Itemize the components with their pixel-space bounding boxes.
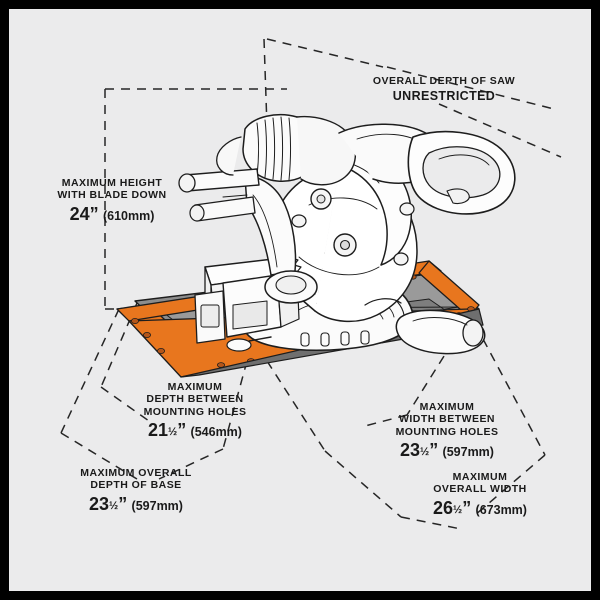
callout-width-holes-mm: (597mm)	[442, 445, 494, 460]
callout-depth-holes-inches: 21	[148, 420, 169, 441]
callout-depth-base-unit: ”	[118, 493, 128, 514]
callout-depth-holes-unit: ”	[177, 420, 187, 441]
callout-overall-width-value: 26½” (673mm)	[387, 498, 573, 519]
callout-overall-width-line1: MAXIMUM	[452, 471, 508, 483]
callout-height-value: 24” (610mm)	[27, 204, 197, 225]
clamp-knob	[226, 338, 252, 352]
callout-overall-width-unit: ”	[462, 497, 472, 518]
base-footprint-leader-mid2	[324, 450, 402, 518]
callout-overall-width-line2: OVERALL WIDTH	[433, 483, 527, 496]
depth-saw-leader-lower	[438, 103, 562, 158]
callout-height-line1: MAXIMUM HEIGHT	[61, 177, 163, 189]
callout-depth-holes-fraction: ½	[168, 426, 178, 439]
callout-overall-depth-of-saw: OVERALL DEPTH OF SAW UNRESTRICTED	[337, 75, 551, 104]
bevel-lock-knob	[310, 188, 332, 210]
callout-width-holes-value: 23½” (597mm)	[357, 440, 537, 461]
callout-width-between-mounting-holes: MAXIMUM WIDTH BETWEEN MOUNTING HOLES 23½…	[357, 401, 537, 461]
callout-depth-base-mm: (597mm)	[131, 498, 183, 513]
callout-width-holes-fraction: ½	[420, 446, 430, 459]
callout-width-holes-unit: ”	[429, 440, 439, 461]
callout-depth-holes-line3: MOUNTING HOLES	[143, 405, 247, 418]
miter-saw-illustration	[116, 113, 516, 378]
callout-height-unit: ”	[89, 203, 99, 224]
base-footprint-leader-left2	[158, 448, 224, 480]
depth-saw-leader-top	[266, 38, 384, 68]
miter-lock-handle	[395, 309, 486, 355]
base-footprint-leader-mid	[266, 360, 326, 452]
callout-depth-base-value: 23½” (597mm)	[41, 494, 231, 515]
fasteners	[291, 202, 415, 266]
dimension-leader-lines	[60, 38, 562, 530]
depth-holes-leader-b	[100, 386, 150, 422]
overall-width-leader-a	[482, 338, 546, 456]
motor-vents	[256, 116, 291, 181]
motor-housing	[242, 113, 356, 186]
diagram-canvas: MAXIMUM HEIGHT WITH BLADE DOWN 24” (610m…	[9, 9, 591, 591]
callout-overall-depth-of-base: MAXIMUM OVERALL DEPTH OF BASE 23½” (597m…	[41, 467, 231, 515]
callout-depth-base-fraction: ½	[109, 499, 119, 512]
callout-depth-holes-mm: (546mm)	[190, 425, 242, 440]
callout-height-mm: (610mm)	[102, 208, 155, 223]
callout-overall-width-fraction: ½	[453, 503, 463, 516]
handle-grip-hole	[422, 146, 501, 199]
width-holes-leader-b	[360, 414, 408, 428]
depth-base-leader-a	[60, 308, 120, 434]
callout-depth-base-inches: 23	[89, 493, 110, 514]
callout-depth-between-mounting-holes: MAXIMUM DEPTH BETWEEN MOUNTING HOLES 21½…	[105, 381, 285, 441]
callout-height-line2: WITH BLADE DOWN	[57, 189, 167, 202]
callout-overall-width-inches: 26	[433, 497, 454, 518]
callout-overall-width-mm: (673mm)	[475, 502, 527, 517]
depth-saw-leader-right	[386, 66, 555, 110]
callout-depth-saw-line2: UNRESTRICTED	[392, 89, 496, 104]
bevel-scale-arm	[364, 298, 402, 306]
callout-height-inches: 24	[69, 203, 90, 224]
callout-depth-base-line1: MAXIMUM OVERALL	[80, 467, 192, 479]
callout-depth-holes-line2: DEPTH BETWEEN	[146, 393, 244, 406]
callout-depth-saw-line1: OVERALL DEPTH OF SAW	[372, 75, 516, 87]
callout-maximum-height: MAXIMUM HEIGHT WITH BLADE DOWN 24” (610m…	[27, 177, 197, 225]
callout-width-holes-line2: WIDTH BETWEEN	[399, 413, 495, 426]
callout-maximum-overall-width: MAXIMUM OVERALL WIDTH 26½” (673mm)	[387, 471, 573, 519]
dust-port	[216, 136, 242, 176]
pivot-arm	[244, 176, 297, 276]
callout-width-holes-line3: MOUNTING HOLES	[395, 425, 499, 438]
callout-width-holes-line1: MAXIMUM	[419, 401, 475, 413]
callout-depth-holes-value: 21½” (546mm)	[105, 420, 285, 441]
callout-depth-base-line2: DEPTH OF BASE	[90, 479, 182, 492]
turntable-detents	[300, 330, 370, 347]
trigger	[446, 188, 470, 205]
callout-depth-holes-line1: MAXIMUM	[167, 381, 223, 393]
saw-handle	[407, 130, 516, 215]
callout-width-holes-inches: 23	[400, 440, 421, 461]
overall-width-leader-c	[400, 516, 462, 530]
